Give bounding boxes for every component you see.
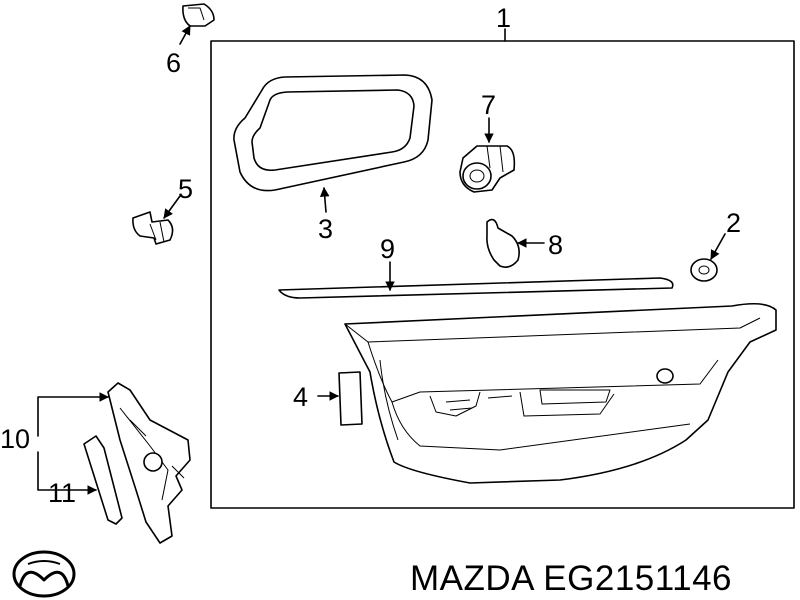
- part-6-clip: [182, 3, 215, 27]
- callout-9: 9: [380, 234, 395, 264]
- callout-6: 6: [166, 48, 181, 78]
- part-10-bracket: [107, 382, 191, 544]
- callout-1: 1: [496, 3, 511, 33]
- leader-10: [37, 392, 109, 437]
- part-7-sensor: [459, 145, 516, 193]
- leader-2: [710, 233, 726, 260]
- part-number-label: MAZDA EG2151146: [410, 559, 732, 598]
- mazda-logo-icon: [12, 550, 76, 598]
- callout-7: 7: [481, 90, 496, 120]
- part-9-molding: [278, 277, 674, 299]
- callout-2: 2: [726, 208, 741, 238]
- leader-3: [319, 187, 330, 213]
- part-11-strip: [83, 435, 123, 525]
- leader-11: [37, 451, 97, 495]
- callout-8: 8: [548, 230, 563, 260]
- part-8-clip: [486, 218, 520, 268]
- part-3-seal: [233, 74, 433, 192]
- callout-5: 5: [178, 174, 193, 204]
- assembly-frame: [210, 40, 795, 509]
- leader-6: [179, 25, 191, 45]
- callout-11: 11: [48, 478, 76, 508]
- callout-4: 4: [293, 382, 308, 412]
- part-2-grommet: [690, 258, 718, 282]
- part-5-screw: [132, 211, 174, 245]
- callout-10: 10: [0, 424, 30, 454]
- leader-5: [163, 195, 181, 219]
- callout-3: 3: [318, 214, 333, 244]
- part-1-garnish: [344, 302, 777, 484]
- part-4-pad: [338, 371, 363, 426]
